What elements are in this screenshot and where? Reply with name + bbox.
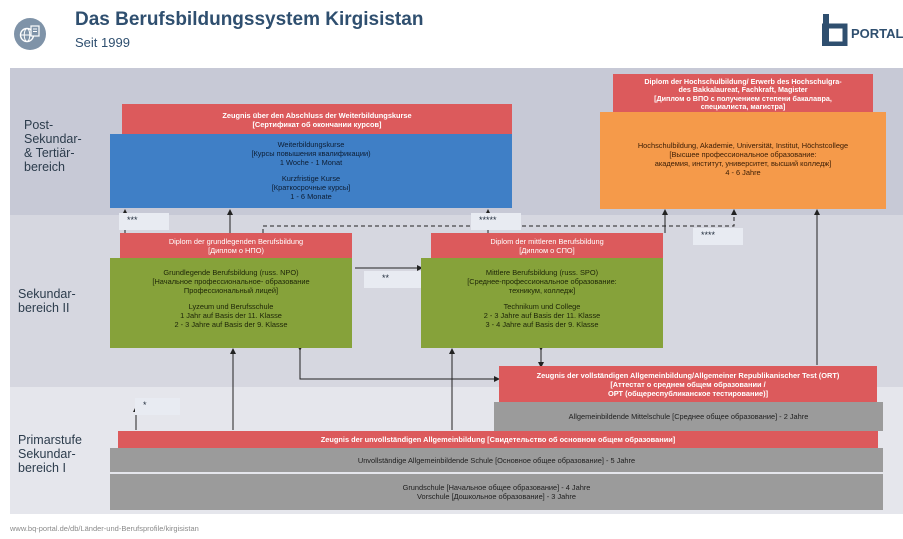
box-line: Allgemeinbildende Mittelschule [Среднее … xyxy=(568,412,809,421)
box-line: [Аттестат о среднем общем образовании / xyxy=(610,380,766,389)
box-line: Technikum und College xyxy=(503,302,581,311)
box-line: Профессиональный лицей] xyxy=(183,286,279,295)
box-line: 2 - 3 Jahre auf Basis der 9. Klasse xyxy=(174,320,288,329)
page-title: Das Berufsbildungssystem Kirgisistan xyxy=(75,9,424,30)
box-line: [Диплом о НПО) xyxy=(208,246,264,255)
box-line: Lyzeum und Berufsschule xyxy=(188,302,274,311)
globe-document-icon xyxy=(14,18,46,50)
box-line: Mittlere Berufsbildung (russ. SPO) xyxy=(485,268,599,277)
footnote-label-2: ** xyxy=(364,271,422,288)
bq-logo[interactable]: PORTAL xyxy=(820,14,903,48)
footnote-label-3: *** xyxy=(119,213,169,230)
source-url[interactable]: www.bq-portal.de/db/Länder-und-Berufspro… xyxy=(10,524,199,533)
box-line: Zeugnis über den Abschluss der Weiterbil… xyxy=(222,111,412,120)
box-line: [Диплом о ВПО с получением степени бакал… xyxy=(654,93,832,103)
box-line: 1 Woche - 1 Monat xyxy=(279,158,343,167)
mittel-box: Mittlere Berufsbildung (russ. SPO) [Сред… xyxy=(421,258,663,348)
box-line: [Сертификат об окончании курсов] xyxy=(252,120,382,129)
level-label-sek2: Sekundar- bereich II xyxy=(18,287,76,315)
zeugnis-weiterbildung-box: Zeugnis über den Abschluss der Weiterbil… xyxy=(122,104,512,134)
bq-logo-mark xyxy=(820,14,848,47)
box-line: Zeugnis der unvollständigen Allgemeinbil… xyxy=(320,435,676,444)
box-line xyxy=(110,295,352,302)
grund-box: Grundlegende Berufsbildung (russ. NPO) [… xyxy=(110,258,352,348)
box-line: [Среднее-профессиональное образование: xyxy=(467,277,617,286)
box-line: Kurzfristige Kurse xyxy=(281,174,341,183)
footnote-label-5: ***** xyxy=(471,213,521,230)
box-line: Diplom der mittleren Berufsbildung xyxy=(490,237,604,246)
box-line xyxy=(110,167,512,174)
box-line: Weiterbildungskurse xyxy=(277,140,345,149)
box-line: специалиста, магистра] xyxy=(700,101,786,111)
box-line: Zeugnis der vollständigen Allgemeinbildu… xyxy=(536,371,840,380)
box-line: [Диплом о СПО] xyxy=(519,246,575,255)
level-label-primar: Primarstufe Sekundar- bereich I xyxy=(18,433,82,475)
footnote-label-4: **** xyxy=(693,228,743,245)
weiterbildung-box: Weiterbildungskurse [Курсы повышения ква… xyxy=(110,134,512,208)
box-line: 3 - 4 Jahre auf Basis der 9. Klasse xyxy=(485,320,599,329)
box-line: 2 - 3 Jahre auf Basis der 11. Klasse xyxy=(483,311,601,320)
zeugnis-unvollstaendig-box: Zeugnis der unvollständigen Allgemeinbil… xyxy=(118,431,878,448)
level-label-post: Post- Sekundar- & Tertiär- bereich xyxy=(24,118,82,174)
zeugnis-ort-box: Zeugnis der vollständigen Allgemeinbildu… xyxy=(499,366,877,402)
diplom-hochschul-box: Diplom der Hochschulbildung/ Erwerb des … xyxy=(613,74,873,112)
box-line: ОРТ (общереспубликанское тестирование)] xyxy=(607,389,769,398)
box-line: Unvollständige Allgemeinbildende Schule … xyxy=(357,456,636,465)
box-line: Diplom der Hochschulbildung/ Erwerb des … xyxy=(644,77,842,86)
box-line: Grundlegende Berufsbildung (russ. NPO) xyxy=(163,268,299,277)
box-line: des Bakkalaureat, Fachkraft, Magister xyxy=(678,85,808,95)
logo-text: PORTAL xyxy=(851,26,903,41)
box-line: [Курсы повышения квалификации) xyxy=(251,149,371,158)
box-line: Vorschule [Дошкольное образование] - 3 J… xyxy=(417,492,576,501)
hochschul-box: Hochschulbildung, Akademie, Universität,… xyxy=(600,112,886,209)
box-line: Grundschule [Начальное общее образование… xyxy=(402,483,591,492)
box-line: академия, институт, университет, высший … xyxy=(654,159,832,168)
box-line: Diplom der grundlegenden Berufsbildung xyxy=(168,237,304,246)
diplom-mittel-box: Diplom der mittleren Berufsbildung [Дипл… xyxy=(431,233,663,258)
mittelschule-box: Allgemeinbildende Mittelschule [Среднее … xyxy=(494,402,883,431)
box-line: техникум, колледж] xyxy=(508,286,576,295)
box-line: Hochschulbildung, Akademie, Universität,… xyxy=(637,141,849,150)
box-line: [Краткосрочные курсы] xyxy=(271,183,351,192)
grundschule-box: Grundschule [Начальное общее образование… xyxy=(110,474,883,510)
box-line xyxy=(421,295,663,302)
box-line: 1 Jahr auf Basis der 11. Klasse xyxy=(180,311,282,320)
unvollstaendige-schule-box: Unvollständige Allgemeinbildende Schule … xyxy=(110,448,883,472)
footnote-label-1: * xyxy=(135,398,180,415)
box-line: 1 - 6 Monate xyxy=(290,192,332,201)
box-line: 4 - 6 Jahre xyxy=(725,168,761,177)
box-line: [Высшее профессиональное образование: xyxy=(669,150,817,159)
box-line: [Начальное профессиональное- образование xyxy=(152,277,310,286)
diplom-grund-box: Diplom der grundlegenden Berufsbildung [… xyxy=(120,233,352,258)
page-subtitle: Seit 1999 xyxy=(75,35,130,50)
